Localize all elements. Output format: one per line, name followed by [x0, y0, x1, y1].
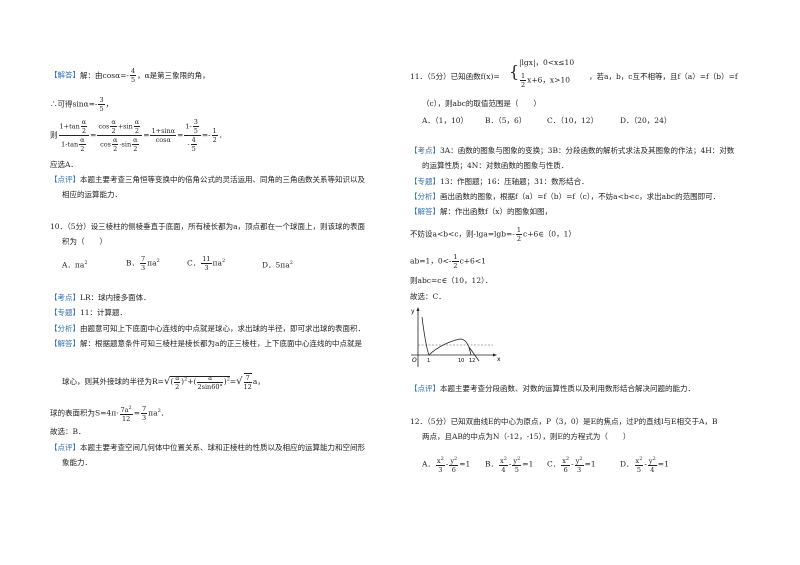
fenxi-10: 【分析】由题意可知上下底面中心连线的中点就是球心，求出球的半径，即可求出球的表面…	[50, 324, 365, 333]
fenxi-11: 【分析】画出函数的图象，根据f（a）=f（b）=f（c），不妨a<b<c，求出a…	[410, 192, 721, 201]
review-10: 【点评】本题主要考查空间几何体中位置关系、球和正棱柱的性质以及相应的运算能力和空…	[50, 443, 365, 452]
choose-10: 故选：B．	[50, 427, 86, 436]
question-11-stem: 11．（5分）已知函数f(x)=	[410, 72, 500, 81]
y-arrow	[416, 307, 420, 311]
x-label: x	[497, 356, 501, 363]
question-10-stem: 10．（5分）设三棱柱的侧棱垂直于底面，所有棱长都为a，顶点都在一个球面上，则该…	[50, 222, 366, 231]
linear-segment	[468, 346, 480, 362]
question-11-stem-mid: ，若a，b，c互不相等，且f（a）=f（b）=f	[589, 72, 738, 81]
y-label: y	[411, 308, 415, 315]
kaodian-10: 【考点】LR：球内接多面体．	[50, 293, 151, 302]
tick-12: 12	[469, 358, 475, 364]
kaodian-11-cont: 的运算性质；4N：对数函数的图象与性质．	[422, 161, 569, 170]
review-9: 【点评】本题主要考查三角恒等变换中的倍角公式的灵活运用、同角的三角函数关系等知识…	[50, 175, 365, 184]
zhuanti-11: 【专题】13：作图题；16：压轴题；31：数形结合．	[410, 177, 589, 186]
review-11: 【点评】本题主要考查分段函数、对数的运算性质以及利用数形结合解决问题的能力．	[410, 384, 695, 393]
origin-label: O	[412, 357, 417, 364]
question-11-stem-cont: （c），则abc的取值范围是（ ）	[422, 99, 541, 108]
tick-1: 1	[427, 358, 430, 364]
section-tag: 【解答】	[50, 70, 80, 80]
x-arrow	[493, 353, 497, 357]
kaodian-11: 【考点】3A：函数的图象与图象的变换；3B：分段函数的解析式求法及其图象的作法；…	[410, 146, 735, 155]
log-curve	[421, 316, 472, 356]
piecewise-case1: |lgx|，0<x≤10	[519, 58, 575, 67]
question-12-stem: 12．（5分）已知双曲线E的中心为原点，P（3，0）是E的焦点，过P的直线l与E…	[410, 417, 718, 426]
jieda-11-line4: 则abc=c∈（10，12）．	[410, 276, 493, 285]
option-c: C．（10，12）	[547, 116, 599, 125]
tick-10: 10	[458, 358, 464, 364]
option-d: D．（20，24）	[620, 116, 672, 125]
review-10-cont: 象能力．	[62, 458, 92, 467]
function-graph: y x O 1 10 12	[411, 307, 501, 367]
choose-11: 故选：C．	[410, 292, 446, 301]
option-d: D．5πa2	[262, 260, 293, 270]
question-10-stem-cont: 积为（ ）	[62, 237, 107, 246]
solution-9-choose: 应选A．	[50, 160, 78, 169]
option-a: A．（1，10）	[422, 116, 468, 125]
question-12-stem-cont: 两点，且AB的中点为N（-12，-15），则E的方程式为（ ）	[422, 432, 631, 441]
piecewise-brace: {	[509, 62, 520, 81]
zhuanti-10: 【专题】11：计算题．	[50, 308, 128, 317]
option-a: A．πa2	[62, 260, 88, 270]
review-9-cont: 相应的运算能力．	[62, 190, 122, 199]
option-b: B．（5，6）	[485, 116, 527, 125]
jieda-11: 【解答】解：作出函数f（x）的图象如图，	[410, 207, 553, 216]
jieda-10: 【解答】解：根据题意条件可知三棱柱是棱长都为a的正三棱柱，上下底面中心连线的中点…	[50, 339, 362, 348]
